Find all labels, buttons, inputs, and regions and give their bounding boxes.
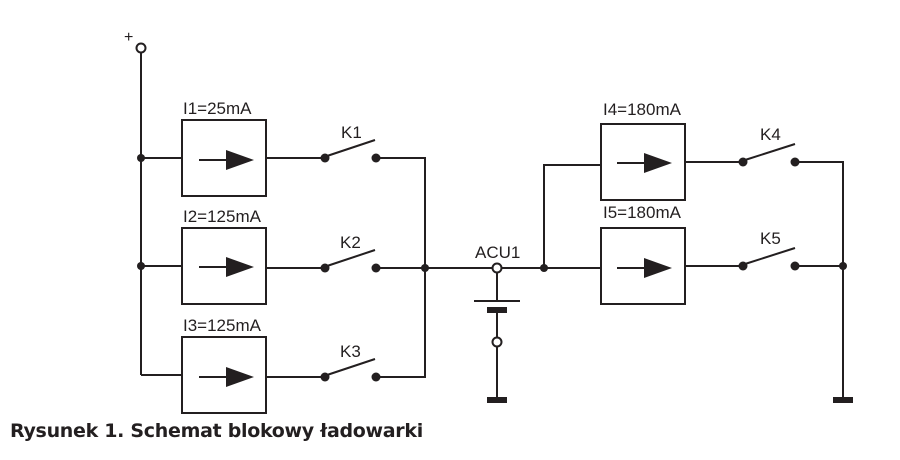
branch-i1: I1=25mA K1 (137, 99, 426, 268)
switch-label-k5: K5 (760, 229, 781, 248)
source-label-i3: I3=125mA (183, 316, 262, 335)
source-label-i2: I2=125mA (183, 207, 262, 226)
switch-label-k3: K3 (340, 342, 361, 361)
source-label-i4: I4=180mA (603, 100, 682, 119)
branch-i5: I5=180mA K5 (600, 203, 853, 403)
battery-node (491, 262, 503, 274)
switch-lever-k3 (326, 358, 376, 376)
branch-i2: I2=125mA K2 (137, 207, 492, 305)
switch-label-k2: K2 (340, 233, 361, 252)
branch-i3: I3=125mA K3 (181, 268, 426, 414)
wire (376, 268, 426, 378)
arrow-right-icon (644, 258, 672, 278)
ground-symbol (487, 397, 507, 403)
switch-label-k4: K4 (760, 125, 781, 144)
battery-plate-negative (487, 307, 507, 313)
wire (376, 157, 426, 268)
current-source-i5 (600, 227, 686, 305)
supply-plus-sign: + (124, 29, 133, 46)
switch-lever-k1 (326, 139, 376, 157)
arrow-right-icon (226, 367, 254, 387)
junction-dot (137, 262, 145, 270)
battery-terminal (491, 336, 503, 348)
current-source-i1 (181, 119, 267, 197)
current-source-i3 (181, 336, 267, 414)
switch-label-k1: K1 (341, 123, 362, 142)
arrow-right-icon (226, 150, 254, 170)
junction-dot (839, 262, 847, 270)
branch-i4: I4=180mA K4 (600, 100, 844, 398)
figure-caption: Rysunek 1. Schemat blokowy ładowarki (10, 420, 423, 442)
ground-symbol (833, 397, 853, 403)
battery-label: ACU1 (475, 243, 520, 262)
arrow-right-icon (644, 153, 672, 173)
battery-acu1: ACU1 (474, 164, 601, 403)
supply-terminal (135, 42, 147, 54)
switch-lever-k4 (744, 143, 796, 161)
source-label-i5: I5=180mA (603, 203, 682, 222)
wire-acu-to-i4 (543, 164, 601, 268)
junction-dot (137, 154, 145, 162)
switch-lever-k2 (326, 249, 376, 267)
arrow-right-icon (226, 257, 254, 277)
switch-lever-k5 (744, 247, 796, 265)
source-label-i1: I1=25mA (183, 99, 252, 118)
right-return-rail (795, 161, 844, 398)
